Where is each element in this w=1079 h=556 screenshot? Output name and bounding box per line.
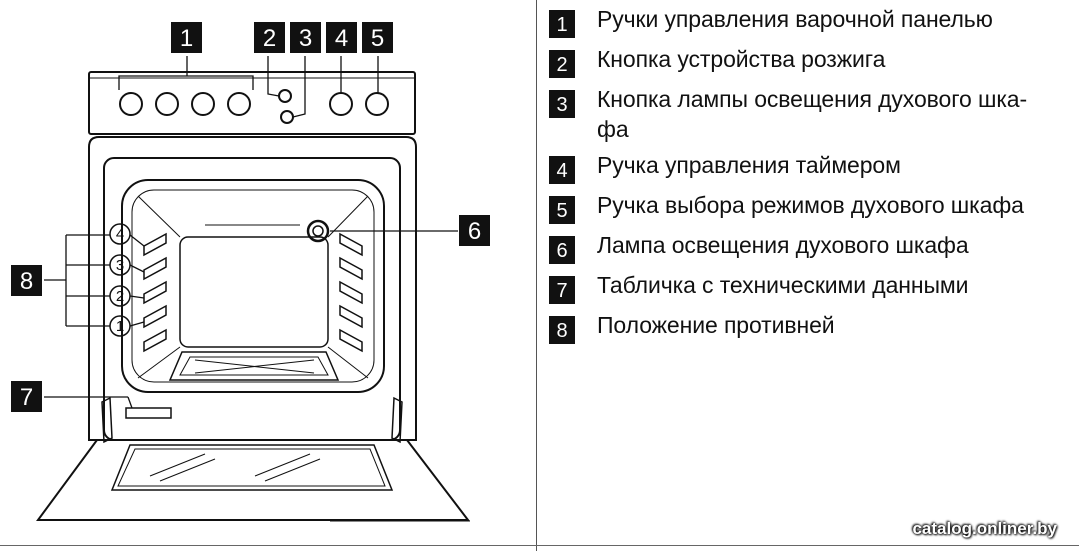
legend-text: Ручка управления таймером — [597, 152, 901, 178]
column-divider — [536, 0, 537, 551]
shelf-bracket — [44, 234, 145, 327]
legend: 1 Ручки управления варочной панелью 2 Кн… — [549, 4, 1074, 350]
legend-item: 2 Кнопка устройства розжига — [549, 44, 1074, 78]
callout-8: 8 — [11, 265, 42, 296]
legend-item: 4 Ручка управления таймером — [549, 150, 1074, 184]
legend-text: Положение противней — [597, 312, 835, 338]
legend-text: Кнопка устройства розжига — [597, 46, 886, 72]
legend-item: 6 Лампа освещения духового шкафа — [549, 230, 1074, 264]
legend-number: 7 — [549, 276, 575, 304]
legend-item: 3 Кнопка лампы освещения духового шка-фа — [549, 84, 1074, 144]
watermark: catalog.onliner.by — [912, 519, 1057, 538]
timer-knob — [329, 92, 353, 116]
shelf-position-2-label: 2 — [116, 288, 124, 305]
legend-number: 2 — [549, 50, 575, 78]
wire-rack — [168, 351, 340, 381]
hob-knob-1 — [119, 92, 143, 116]
control-panel — [88, 71, 416, 135]
callout-6: 6 — [459, 215, 490, 246]
oven-lamp — [306, 219, 330, 243]
shelf-position-2-circle — [109, 285, 131, 307]
oven-body — [88, 136, 417, 441]
callout-4: 4 — [326, 22, 357, 53]
shelf-position-1-label: 1 — [116, 318, 124, 335]
legend-number: 1 — [549, 10, 575, 38]
callout-1: 1 — [171, 22, 202, 53]
legend-number: 8 — [549, 316, 575, 344]
rating-plate — [125, 407, 172, 419]
legend-text: Ручка выбора режимов духового шкафа — [597, 192, 1024, 218]
oven-door — [36, 439, 471, 521]
back-wall — [179, 236, 329, 348]
legend-number: 6 — [549, 236, 575, 264]
left-shelf-rails — [143, 232, 167, 353]
legend-number: 4 — [549, 156, 575, 184]
shelf-position-3-circle — [109, 254, 131, 276]
bottom-rule — [0, 545, 1079, 546]
legend-text: Кнопка лампы освещения духового шка-фа — [597, 86, 1028, 142]
legend-text: Ручки управления варочной панелью — [597, 6, 993, 32]
hob-knob-4 — [227, 92, 251, 116]
legend-number: 5 — [549, 196, 575, 224]
shelf-position-4-circle — [109, 223, 131, 245]
callout-7: 7 — [11, 381, 42, 412]
legend-item: 5 Ручка выбора режимов духового шкафа — [549, 190, 1074, 224]
right-hinge — [391, 396, 403, 444]
left-hinge — [101, 396, 113, 444]
callout-5: 5 — [362, 22, 393, 53]
right-shelf-rails — [339, 232, 363, 353]
legend-item: 7 Табличка с техническими данными — [549, 270, 1074, 304]
callout-2: 2 — [254, 22, 285, 53]
legend-text: Табличка с техническими данными — [597, 272, 969, 298]
shelf-position-1-circle — [109, 315, 131, 337]
legend-number: 3 — [549, 90, 575, 118]
shelf-position-3-label: 3 — [116, 257, 124, 274]
shelf-position-4-label: 4 — [116, 226, 124, 243]
legend-item: 1 Ручки управления варочной панелью — [549, 4, 1074, 38]
legend-item: 8 Положение противней — [549, 310, 1074, 344]
lamp-button — [280, 110, 294, 124]
hob-knob-2 — [155, 92, 179, 116]
callout-3: 3 — [290, 22, 321, 53]
ignition-button — [278, 89, 292, 103]
legend-text: Лампа освещения духового шкафа — [597, 232, 969, 258]
mode-knob — [365, 92, 389, 116]
hob-knob-3 — [191, 92, 215, 116]
